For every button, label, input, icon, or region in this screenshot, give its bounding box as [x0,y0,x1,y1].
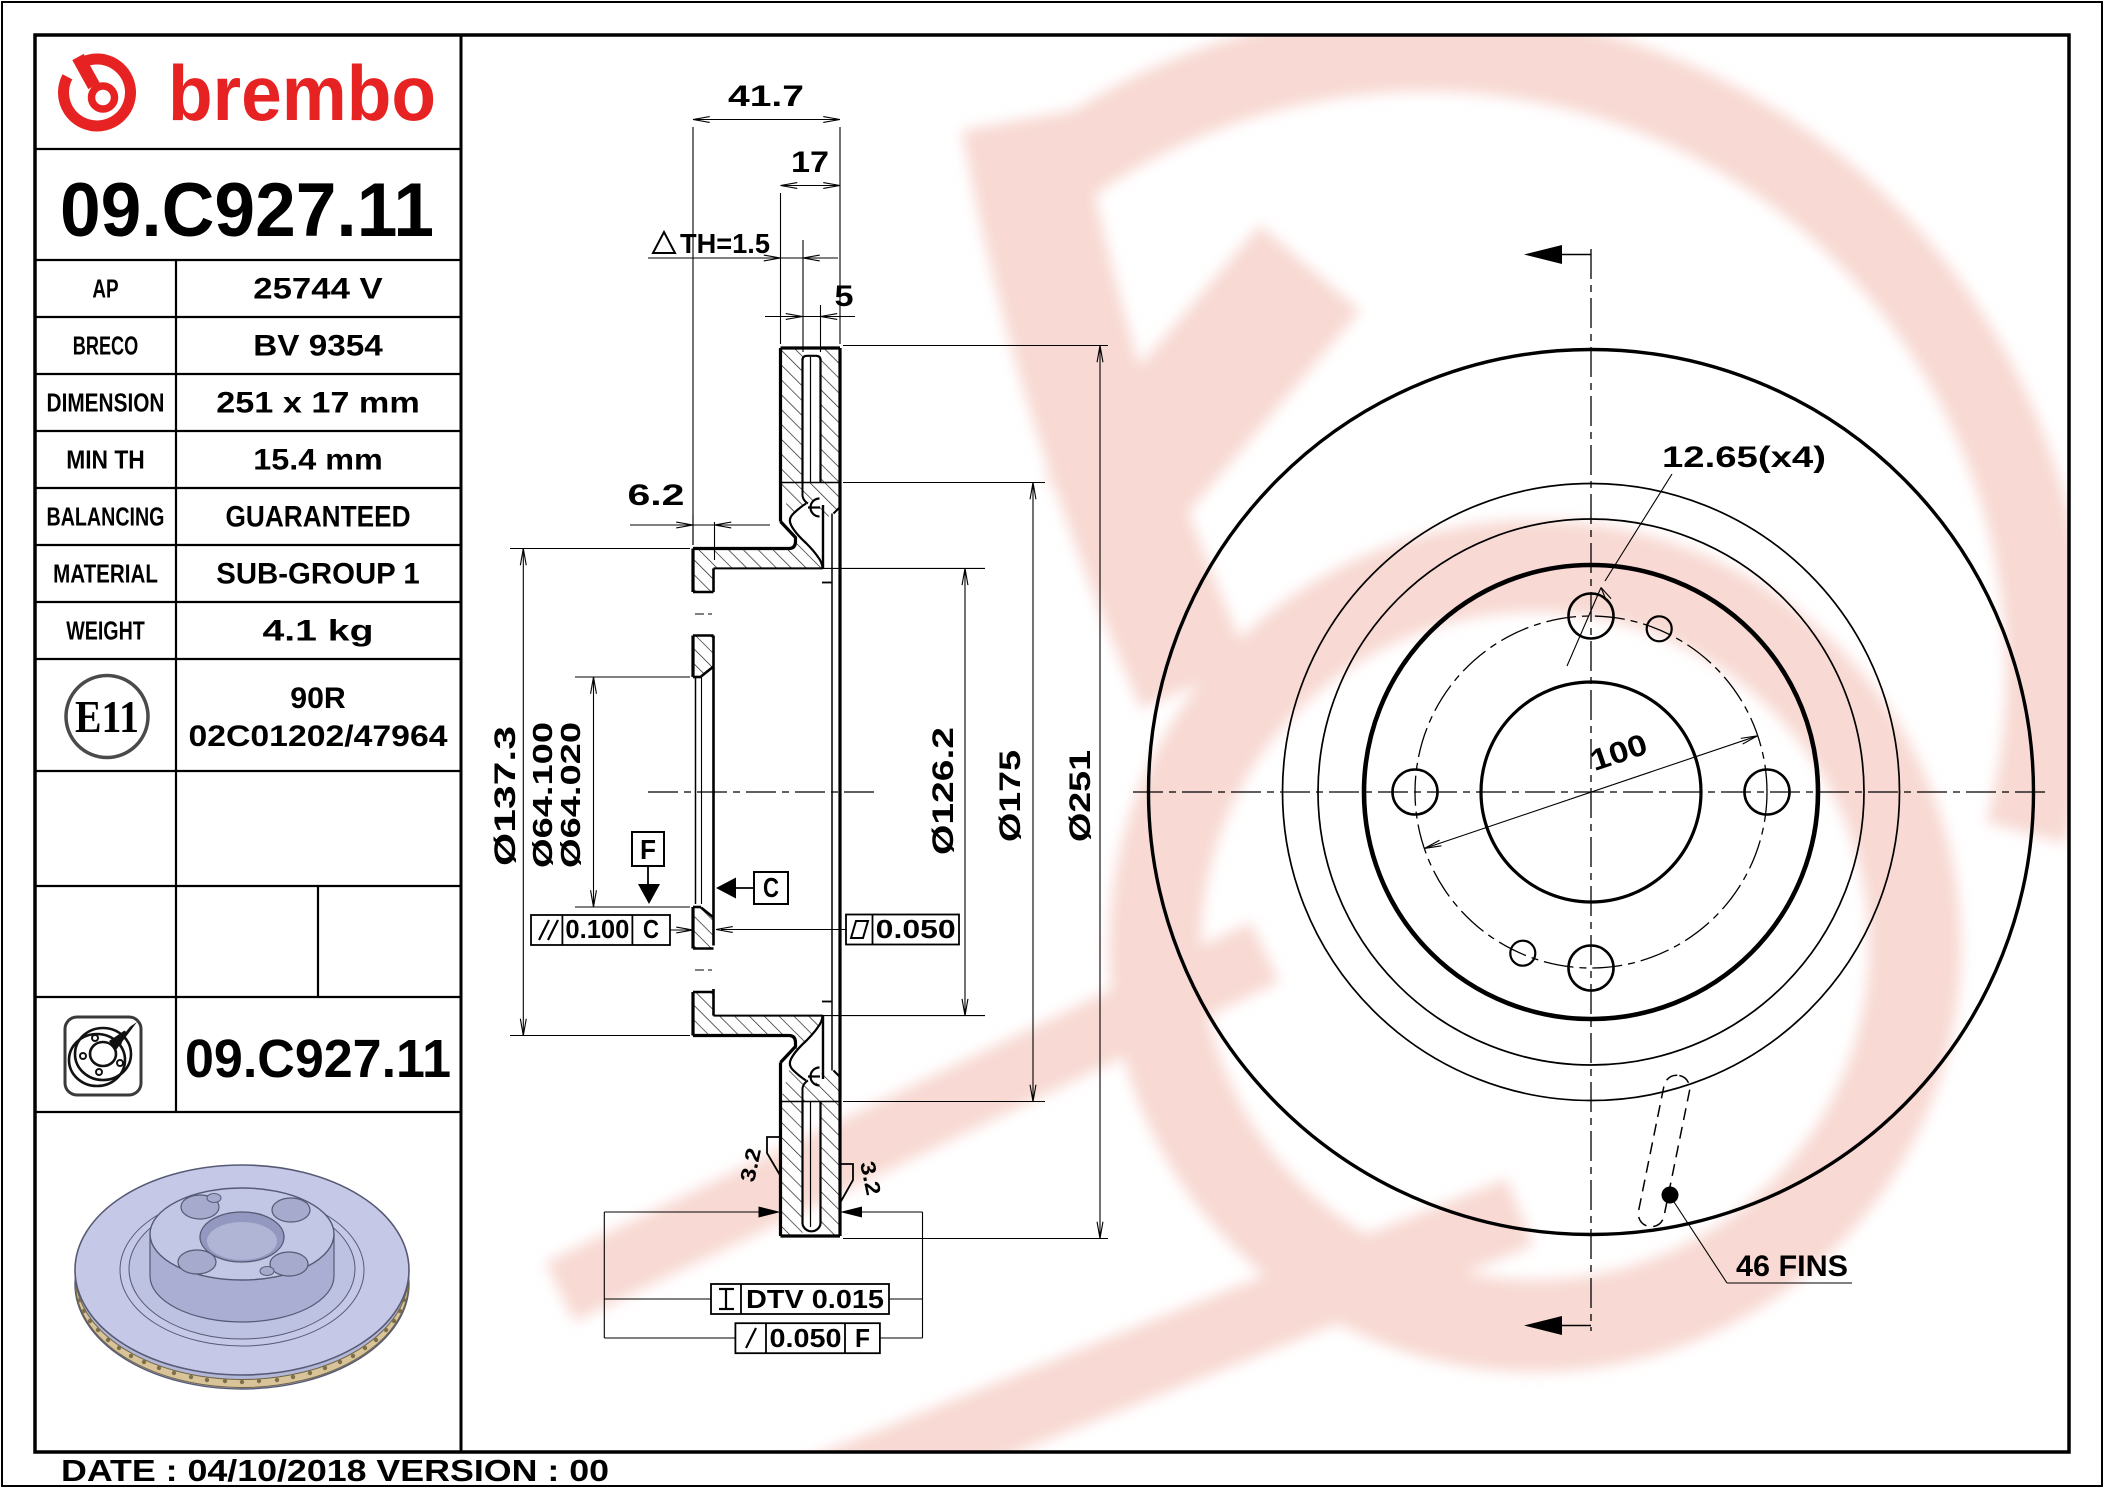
svg-text:BALANCING: BALANCING [47,502,165,532]
svg-text:6.2: 6.2 [628,479,685,512]
svg-text:DIMENSION: DIMENSION [47,388,165,418]
svg-text:251 x 17 mm: 251 x 17 mm [216,387,420,420]
svg-text:Ø126.2: Ø126.2 [927,727,960,855]
svg-text:Ø137.3: Ø137.3 [489,726,522,866]
svg-text:15.4 mm: 15.4 mm [253,444,383,477]
svg-text:C: C [643,914,659,944]
svg-text:DTV 0.015: DTV 0.015 [746,1284,884,1314]
svg-text:DATE : 04/10/2018 VERSION : 00: DATE : 04/10/2018 VERSION : 00 [61,1453,609,1488]
svg-text:25744 V: 25744 V [253,273,383,306]
svg-text:F: F [640,834,656,865]
svg-text:BV 9354: BV 9354 [253,330,383,363]
svg-text:GUARANTEED: GUARANTEED [226,501,411,534]
svg-text:WEIGHT: WEIGHT [66,616,145,646]
svg-text:0.050: 0.050 [770,1323,842,1353]
svg-text:0.050: 0.050 [876,914,956,944]
svg-text:E11: E11 [75,691,139,742]
svg-text:12.65(x4): 12.65(x4) [1662,441,1826,474]
svg-text:46 FINS: 46 FINS [1736,1250,1848,1283]
svg-text:AP: AP [92,274,118,304]
svg-text:Ø64.100: Ø64.100 [527,722,558,868]
svg-text:90R: 90R [290,682,346,715]
svg-text:TH=1.5: TH=1.5 [680,228,770,259]
svg-text:09.C927.11: 09.C927.11 [60,168,434,253]
svg-text:0.100: 0.100 [565,914,629,944]
svg-text:41.7: 41.7 [728,80,804,113]
svg-text:09.C927.11: 09.C927.11 [185,1029,451,1089]
svg-text:02C01202/47964: 02C01202/47964 [189,720,448,753]
svg-text:4.1 kg: 4.1 kg [263,615,374,648]
svg-text:MATERIAL: MATERIAL [53,559,158,589]
svg-text:Ø175: Ø175 [994,750,1027,842]
svg-text:F: F [855,1323,870,1353]
svg-text:Ø64.020: Ø64.020 [555,722,586,868]
svg-text:Ø251: Ø251 [1064,750,1097,842]
svg-text:BRECO: BRECO [73,331,139,361]
svg-text:SUB-GROUP 1: SUB-GROUP 1 [216,558,420,591]
svg-text:17: 17 [791,146,829,179]
svg-text:MIN TH: MIN TH [66,445,145,475]
svg-text:brembo: brembo [168,49,436,137]
svg-text:5: 5 [835,280,854,313]
svg-text:C: C [763,872,779,903]
